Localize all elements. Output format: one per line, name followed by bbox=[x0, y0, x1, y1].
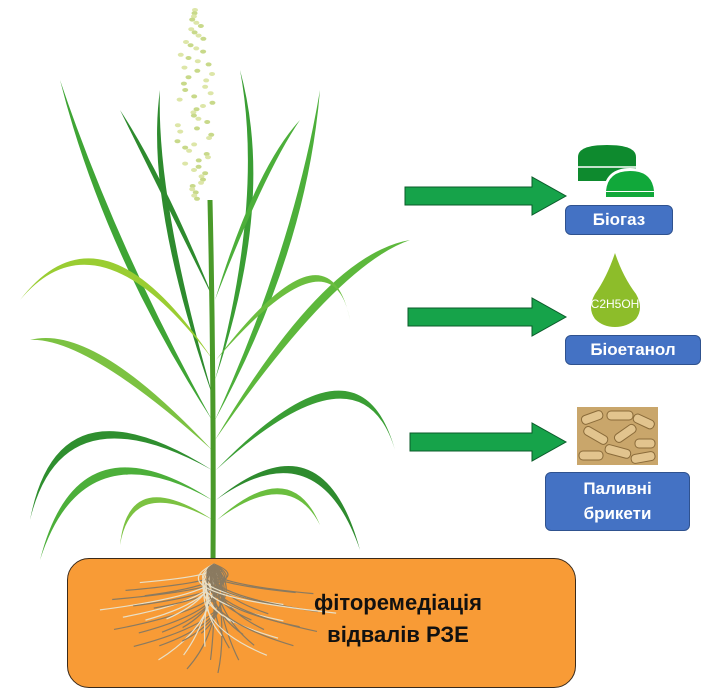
root-system-icon bbox=[99, 563, 337, 674]
leaf bbox=[216, 275, 350, 360]
arrow-to-pellets bbox=[409, 422, 568, 462]
arrow-to-bioethanol bbox=[407, 297, 568, 337]
leaf bbox=[40, 467, 212, 560]
ethanol-drop-icon: C2H5OH bbox=[591, 253, 640, 327]
panicle bbox=[174, 8, 216, 201]
label-line-1: фіторемедіація bbox=[314, 590, 482, 615]
label-line-2: відвалів РЗЕ bbox=[327, 622, 469, 647]
ethanol-formula: C2H5OH bbox=[591, 297, 640, 311]
leaf bbox=[20, 258, 213, 360]
leaf bbox=[216, 390, 395, 470]
leaf bbox=[120, 497, 213, 545]
stem bbox=[207, 199, 216, 566]
leaf bbox=[157, 90, 214, 400]
phytoremediation-box: фіторемедіація відвалів РЗЕ bbox=[67, 558, 576, 688]
leaf bbox=[215, 120, 300, 300]
leaf bbox=[216, 465, 360, 550]
biogas-label: Біогаз bbox=[565, 205, 673, 235]
label-line-2: брикети bbox=[583, 504, 652, 523]
leaf bbox=[217, 488, 320, 525]
fuel-briquettes-label: Паливні брикети bbox=[545, 472, 690, 531]
bioethanol-label: Біоетанол bbox=[565, 335, 701, 365]
label-line-1: Паливні bbox=[583, 479, 652, 498]
leaf bbox=[215, 70, 254, 380]
biogas-domes-icon bbox=[578, 145, 657, 197]
phytoremediation-label: фіторемедіація відвалів РЗЕ bbox=[268, 587, 528, 651]
leaves bbox=[20, 70, 410, 566]
fuel-pellets-icon bbox=[577, 407, 658, 465]
arrow-to-biogas bbox=[404, 176, 568, 216]
leaf bbox=[215, 240, 410, 440]
leaf bbox=[120, 110, 214, 300]
